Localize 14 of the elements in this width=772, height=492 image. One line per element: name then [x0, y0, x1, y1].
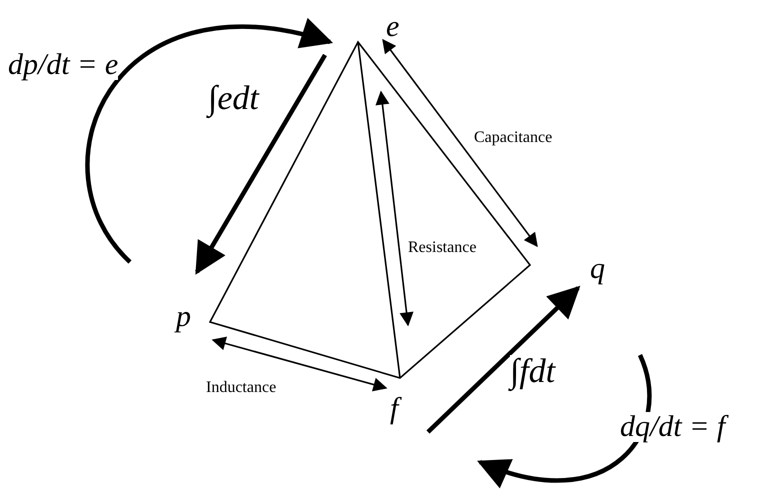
arrow — [477, 354, 652, 487]
vertex-label: p — [176, 302, 191, 332]
edge-label: Capacitance — [474, 130, 552, 146]
edge-label: ∫fdt — [510, 355, 556, 389]
arrow — [376, 90, 414, 326]
arrow — [195, 54, 327, 275]
arrow — [382, 38, 538, 248]
arrow — [86, 20, 334, 264]
vertex-label: e — [386, 12, 400, 42]
arrow — [426, 286, 580, 434]
edge-label: ∫edt — [208, 82, 259, 116]
vertex-label: q — [590, 254, 605, 284]
arrow — [212, 336, 388, 392]
edge-label: dp/dt = e — [8, 50, 118, 80]
